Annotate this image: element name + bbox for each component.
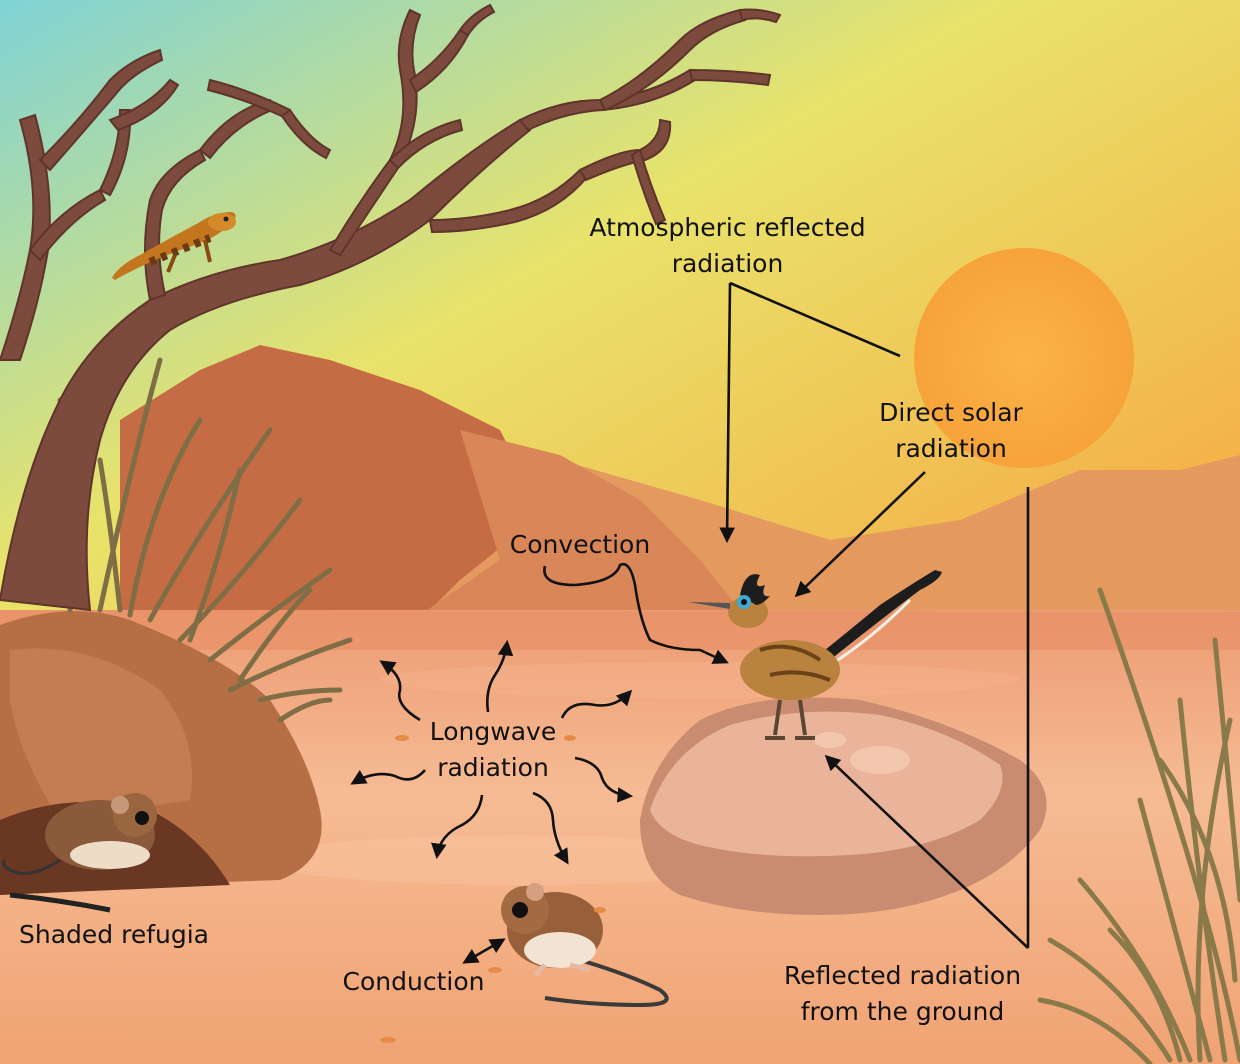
rock-icon <box>640 697 1047 915</box>
mountain-main <box>120 345 520 640</box>
arrow-reflected-ground <box>824 754 1029 949</box>
arrows <box>350 281 1030 964</box>
grass-right <box>1037 587 1240 1064</box>
mountain-side <box>420 430 740 615</box>
longwave-arrow-7 <box>532 791 569 865</box>
label-shaded-refugia: Shaded refugia <box>19 920 209 949</box>
longwave-arrow-3 <box>560 689 633 719</box>
label-direct-solar-radiation: Direct solar radiation <box>879 398 1023 463</box>
horizon-band <box>0 610 1240 650</box>
pebbles <box>380 735 606 1043</box>
label-reflected-radiation-ground: Reflected radiation from the ground <box>783 961 1022 1026</box>
roadrunner-icon <box>688 570 942 740</box>
label-convection: Convection <box>509 530 651 559</box>
label-longwave-radiation: Longwave radiation <box>429 717 557 782</box>
longwave-arrow-1 <box>379 660 421 722</box>
longwave-arrow-2 <box>486 639 514 713</box>
kangaroo-rat-icon <box>501 883 669 1008</box>
tree-icon <box>0 3 782 612</box>
longwave-arrow-6 <box>431 794 484 860</box>
label-atmospheric-reflected-radiation: Atmospheric reflected radiation <box>589 213 866 278</box>
arrow-convection <box>543 562 729 664</box>
sun-icon <box>914 248 1134 468</box>
kangaroo-rat-icon-burrow <box>1 793 157 913</box>
longwave-arrow-5 <box>574 756 634 803</box>
label-conduction: Conduction <box>342 967 485 996</box>
arrow-conduction <box>462 938 506 964</box>
arrow-atmospheric <box>719 282 735 544</box>
lizard-icon <box>112 212 236 280</box>
longwave-arrow-4 <box>350 769 426 785</box>
line-atmospheric-sun <box>729 281 901 358</box>
arrow-direct-solar <box>794 471 926 598</box>
